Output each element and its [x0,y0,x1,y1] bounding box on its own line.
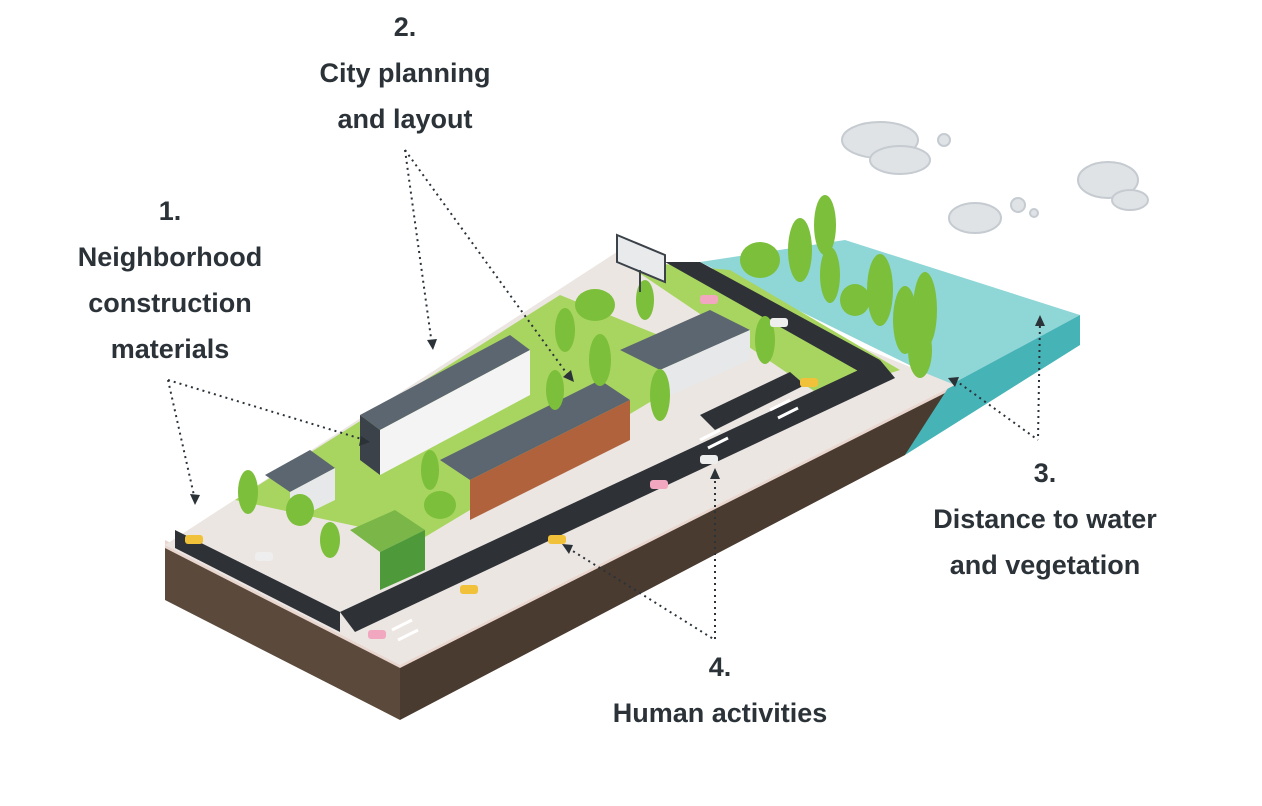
label-human-activities: 4. Human activities [560,644,880,736]
label-line: City planning [319,58,491,88]
label-line: materials [110,334,230,364]
label-line: and vegetation [949,550,1141,580]
trees [238,195,937,558]
label-line: Neighborhood [77,242,263,272]
label-line: and layout [337,104,473,134]
label-number: 3. [1033,458,1057,488]
clouds [841,121,1149,234]
billboard-icon [616,233,666,292]
houses [265,310,750,590]
label-number: 4. [708,652,732,682]
label-city-planning: 2. City planning and layout [280,4,530,142]
label-line: Human activities [612,698,828,728]
label-line: construction [88,288,252,318]
roads [175,262,895,632]
townhouses [440,380,630,520]
cars [185,295,818,639]
label-number: 2. [393,12,417,42]
modern-houses [360,335,530,475]
label-water-vegetation: 3. Distance to water and vegetation [880,450,1210,588]
crosswalks [391,398,799,642]
cloud-icon [948,197,1039,234]
leader-lines [167,149,1041,641]
cloud-icon [841,121,951,175]
label-line: Distance to water [933,504,1157,534]
corner-shop [350,510,425,590]
arrowheads [190,315,1045,554]
label-construction-materials: 1. Neighborhood construction materials [40,188,300,372]
label-number: 1. [158,196,182,226]
cloud-icon [1077,161,1149,211]
